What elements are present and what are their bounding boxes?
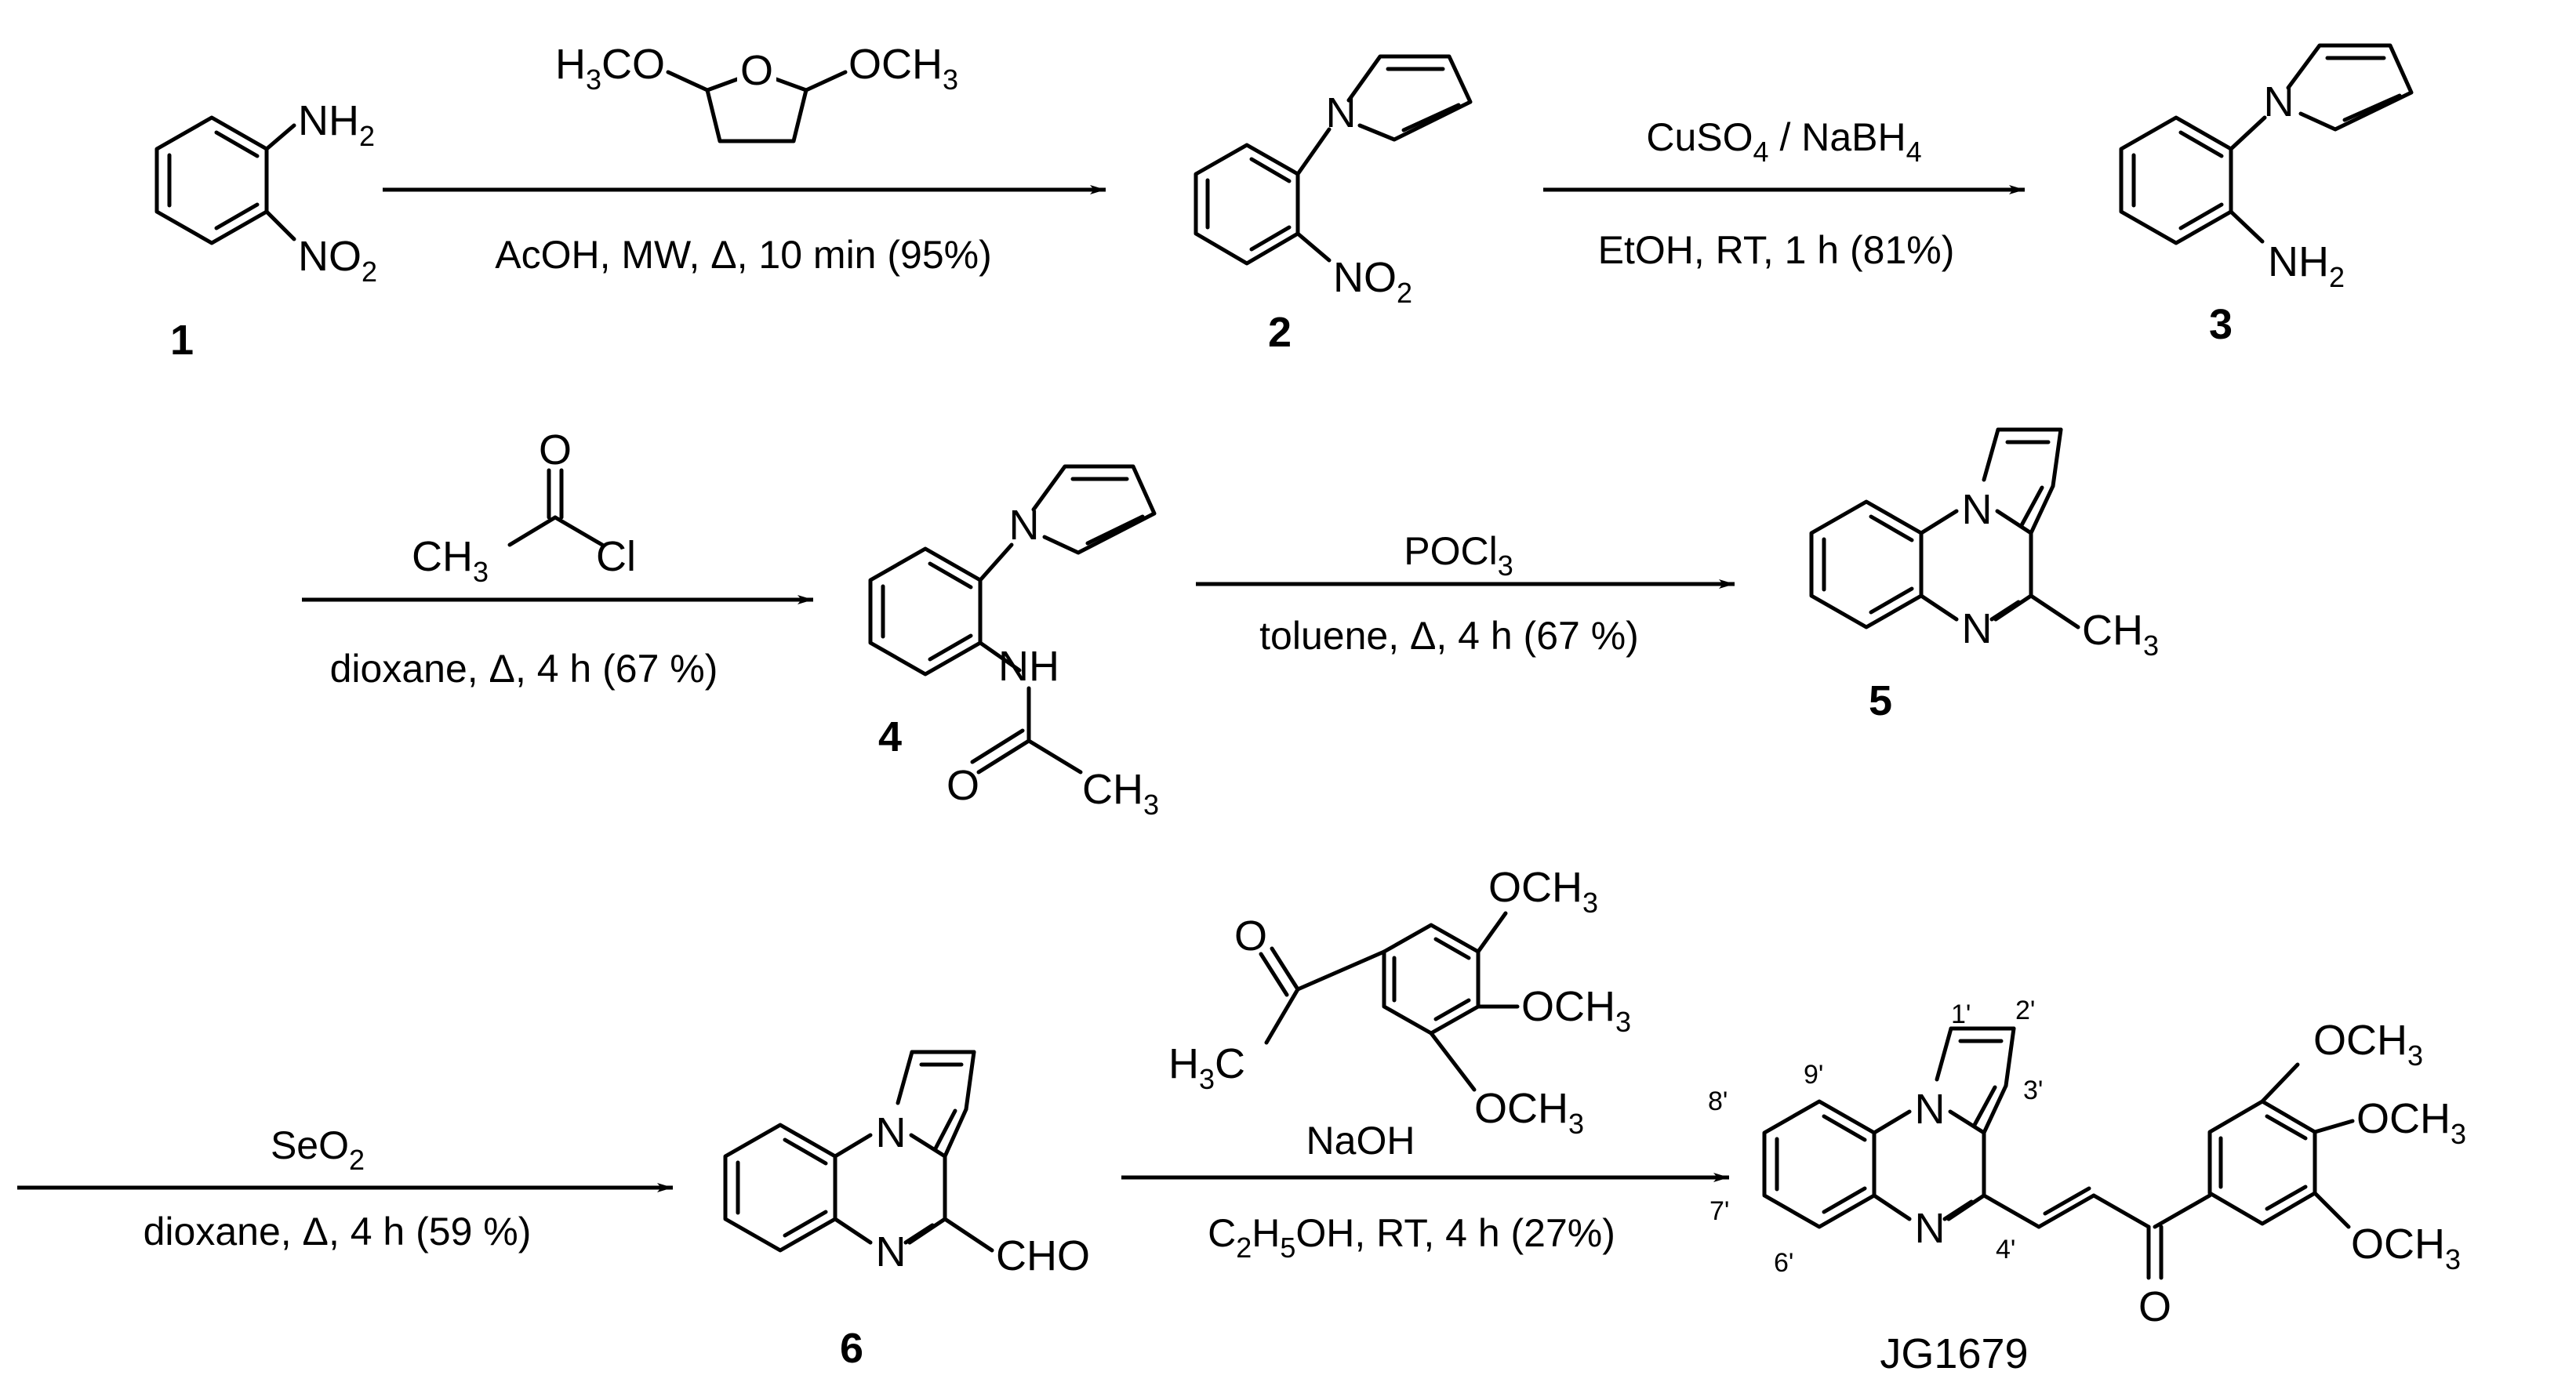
pyrazine-nitrogen-label: N (876, 1228, 907, 1275)
position-label-6: 6' (1774, 1248, 1793, 1278)
compound-5: N N CH3 5 (1809, 427, 2159, 724)
methoxy-middle-label: OCH3 (1521, 983, 1631, 1038)
compound-number-5: 5 (1869, 677, 1892, 724)
reaction-step-1: O H3CO OCH3 AcOH, MW, Δ, 10 min (95%) (383, 41, 1106, 277)
acetyl-group-4 (970, 686, 1083, 775)
methoxy-middle-label: OCH3 (2356, 1095, 2466, 1150)
pyrrole-nitrogen-label: N (1326, 89, 1357, 136)
methyl-label: H3C (1168, 1040, 1245, 1095)
compound-6: N N CHO 6 (723, 1050, 1090, 1372)
methyl-label: CH3 (412, 533, 489, 588)
ketone-oxygen-label: O (2138, 1283, 2171, 1330)
benzene-ring-1 (154, 115, 296, 245)
compound-2: N NO2 2 (1194, 54, 1473, 356)
pyrrole-ring-2 (1346, 54, 1473, 142)
pyrrole-ring-3 (2286, 43, 2414, 132)
pyrrole-nitrogen-label: N (1009, 502, 1040, 549)
compound-1: NH2 NO2 1 (154, 97, 377, 364)
pyrrole-nitrogen-label: N (2264, 78, 2294, 125)
position-label-3: 3' (2023, 1076, 2043, 1105)
conditions-step-3: dioxane, Δ, 4 h (67 %) (330, 647, 718, 691)
methoxy-bottom-label: OCH3 (2351, 1221, 2461, 1275)
conditions-step-4: toluene, Δ, 4 h (67 %) (1259, 614, 1639, 658)
ketone-oxygen-label: O (1234, 912, 1267, 960)
product-name: JG1679 (1880, 1330, 2028, 1375)
amino-group-label: NH2 (298, 97, 375, 152)
compound-number-2: 2 (1268, 309, 1292, 356)
reagent-step-4: POCl3 (1404, 529, 1513, 582)
amide-oxygen-label: O (946, 762, 979, 809)
compound-4: N NH O CH3 4 (868, 464, 1159, 821)
position-label-8: 8' (1708, 1087, 1728, 1116)
reagent-step-5: SeO2 (271, 1123, 365, 1176)
compound-number-4: 4 (878, 713, 902, 760)
compound-number-1: 1 (170, 317, 194, 364)
reagent-trimethoxyacetophenone: O H3C OCH3 OCH3 OCH3 (1168, 864, 1631, 1140)
reaction-step-2: CuSO4 / NaBH4 EtOH, RT, 1 h (81%) (1543, 115, 2025, 272)
reaction-step-4: POCl3 toluene, Δ, 4 h (67 %) (1196, 529, 1735, 658)
benzene-ring-4 (868, 542, 1022, 677)
amino-group-label: NH2 (2268, 238, 2345, 293)
methyl-label: CH3 (1082, 766, 1159, 821)
amide-nh-label: NH (998, 643, 1059, 690)
conditions-step-6: C2H5OH, RT, 4 h (27%) (1208, 1211, 1615, 1264)
fused-ring-system-5 (1809, 427, 2080, 629)
bridgehead-nitrogen-label: N (1962, 486, 1993, 533)
methoxy-bottom-label: OCH3 (1474, 1085, 1584, 1140)
nitro-group-label: NO2 (1333, 254, 1412, 309)
compound-3: N NH2 3 (2119, 43, 2414, 348)
conditions-step-2: EtOH, RT, 1 h (81%) (1598, 228, 1955, 272)
benzene-ring-3 (2119, 115, 2267, 245)
position-label-7: 7' (1709, 1196, 1729, 1226)
fused-ring-system-product (1762, 1026, 2016, 1229)
fused-ring-system-6 (723, 1050, 994, 1253)
reagent-dimethoxytetrahydrofuran: O H3CO OCH3 (555, 41, 958, 143)
ring-oxygen-label: O (740, 47, 773, 94)
pyrrole-ring-4 (1031, 464, 1157, 555)
chlorine-label: Cl (596, 533, 636, 580)
conditions-step-5: dioxane, Δ, 4 h (59 %) (144, 1210, 532, 1253)
reaction-step-5: SeO2 dioxane, Δ, 4 h (59 %) (17, 1123, 673, 1253)
position-label-2: 2' (2015, 996, 2035, 1025)
reagent-acetyl-chloride: O CH3 Cl (412, 426, 636, 588)
nitro-group-label: NO2 (298, 233, 377, 288)
conditions-step-1: AcOH, MW, Δ, 10 min (95%) (495, 233, 992, 277)
reaction-step-6: O H3C OCH3 OCH3 OCH3 NaOH C2H5OH, RT, 4 … (1121, 864, 1729, 1264)
compound-jg1679: N N O OCH3 OCH3 OCH3 1' 2' 3' 4' 6' 7' 8… (1708, 996, 2466, 1375)
bridgehead-nitrogen-label: N (1915, 1086, 1946, 1133)
methoxy-right-label: OCH3 (848, 41, 958, 96)
compound-number-3: 3 (2209, 301, 2233, 348)
compound-number-6: 6 (840, 1325, 863, 1372)
reaction-step-3: O CH3 Cl dioxane, Δ, 4 h (67 %) (302, 426, 813, 691)
bridgehead-nitrogen-label: N (876, 1109, 907, 1156)
methoxy-left-label: H3CO (555, 41, 665, 96)
reagent-step-2: CuSO4 / NaBH4 (1646, 115, 1921, 168)
carbonyl-oxygen-label: O (539, 426, 572, 473)
benzene-ring-2 (1194, 127, 1332, 266)
methoxy-top-label: OCH3 (1488, 864, 1598, 919)
position-label-1: 1' (1951, 1000, 1971, 1029)
aldehyde-label: CHO (996, 1232, 1090, 1279)
position-label-4: 4' (1996, 1235, 2015, 1264)
base-label: NaOH (1306, 1119, 1415, 1163)
methoxy-top-label: OCH3 (2313, 1017, 2423, 1072)
trimethoxyphenyl-ring (2207, 1062, 2355, 1229)
enone-linker (1982, 1186, 2212, 1280)
pyrazine-nitrogen-label: N (1962, 605, 1993, 652)
position-label-9: 9' (1804, 1060, 1823, 1090)
methyl-label: CH3 (2082, 607, 2159, 662)
pyrazine-nitrogen-label: N (1915, 1205, 1946, 1252)
